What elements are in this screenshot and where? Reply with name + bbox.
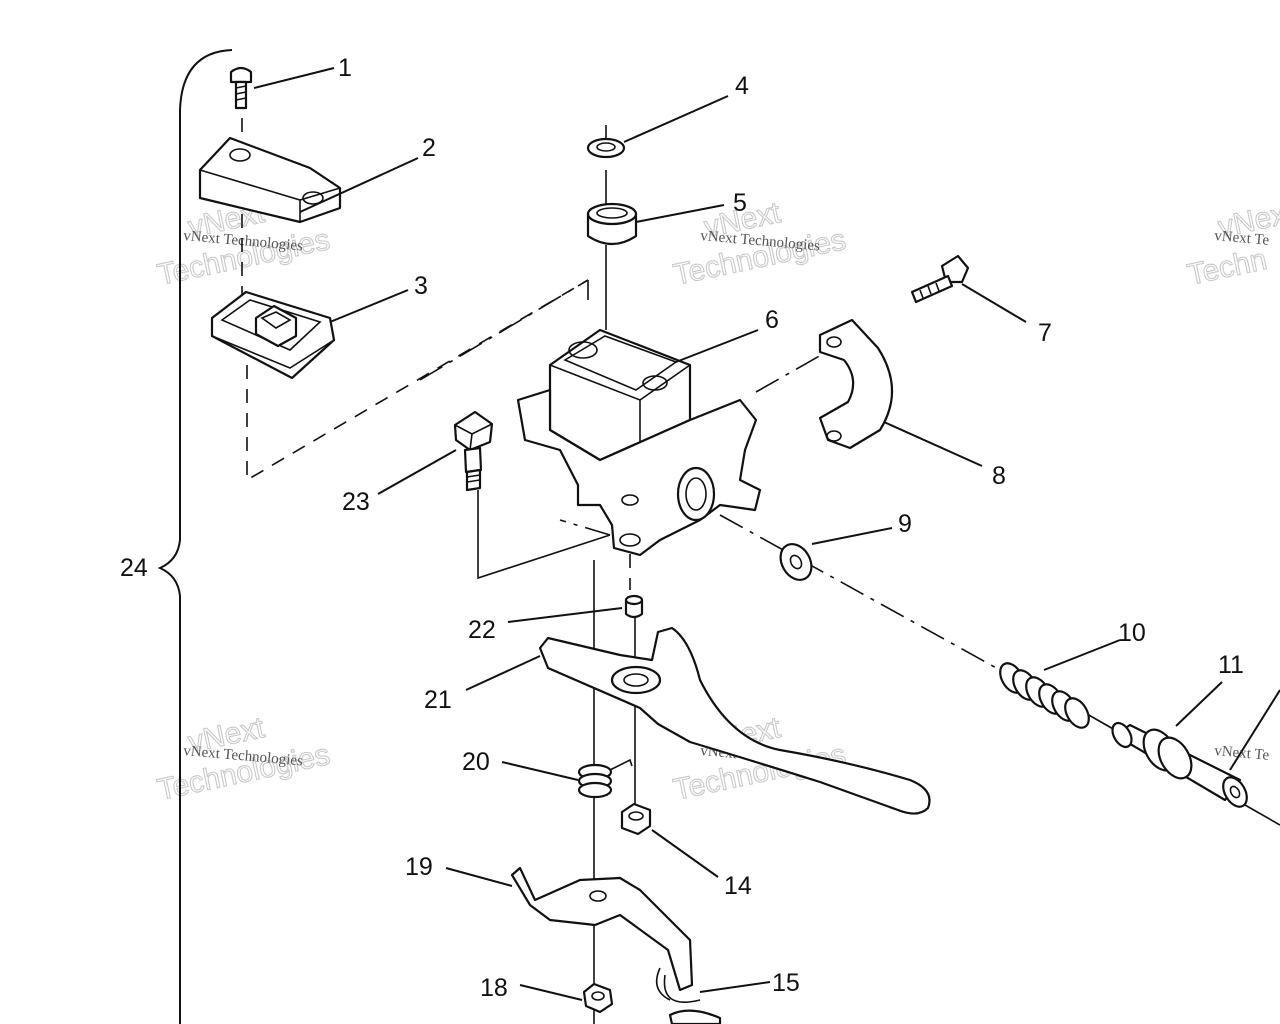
assembly-bracket: [157, 49, 233, 1024]
part-6-master-cylinder: [516, 328, 762, 557]
part-5-bushing: [586, 202, 638, 246]
centerline-pivot: [559, 519, 611, 536]
callout-2: 2: [422, 134, 436, 162]
part-23-bolt: [453, 410, 494, 492]
part-3-diaphragm: [210, 290, 336, 380]
part-20-spring: [577, 758, 633, 799]
callout-6: 6: [765, 306, 779, 334]
callout-14: 14: [724, 872, 752, 900]
centerline-reservoir-2: [419, 279, 589, 381]
callout-8: 8: [992, 462, 1006, 490]
callout-23: 23: [342, 488, 370, 516]
watermark-text-3: vNext Te: [1214, 228, 1270, 249]
centerline-clamp: [755, 349, 831, 393]
watermark-text-6: vNext Te: [1214, 743, 1270, 764]
part-19-bracket: [510, 866, 694, 1001]
part-10-spring: [999, 662, 1090, 729]
callout-4: 4: [735, 72, 749, 100]
callout-24: 24: [120, 554, 148, 582]
callout-9: 9: [898, 510, 912, 538]
part-11-piston: [1111, 721, 1280, 826]
part-9-washer: [779, 543, 813, 581]
part-2-cover: [198, 136, 342, 224]
callout-20: 20: [462, 748, 490, 776]
callout-10: 10: [1118, 619, 1146, 647]
callout-15: 15: [772, 969, 800, 997]
part-8-clamp: [818, 318, 894, 450]
callout-7: 7: [1038, 319, 1052, 347]
centerline-piston: [719, 514, 1001, 671]
svg-text:Techn: Techn: [1185, 243, 1270, 292]
callout-1: 1: [338, 54, 352, 82]
part-1-screw: [229, 66, 253, 110]
callout-3: 3: [414, 272, 428, 300]
part-22-bushing: [624, 594, 644, 619]
part-15-switch: [663, 974, 722, 1024]
callout-21: 21: [424, 686, 452, 714]
callout-22: 22: [468, 616, 496, 644]
part-14-nut: [620, 802, 652, 836]
part-4-ring: [586, 137, 626, 159]
part-7-bolt: [910, 254, 970, 304]
leader-lines: [253, 67, 1280, 1001]
callout-18: 18: [480, 974, 508, 1002]
part-21-lever: [538, 626, 931, 815]
callout-5: 5: [733, 189, 747, 217]
callout-19: 19: [405, 853, 433, 881]
part-18-nut: [582, 982, 614, 1014]
centerline-bolt23: [477, 490, 611, 580]
callout-11: 11: [1218, 651, 1244, 679]
